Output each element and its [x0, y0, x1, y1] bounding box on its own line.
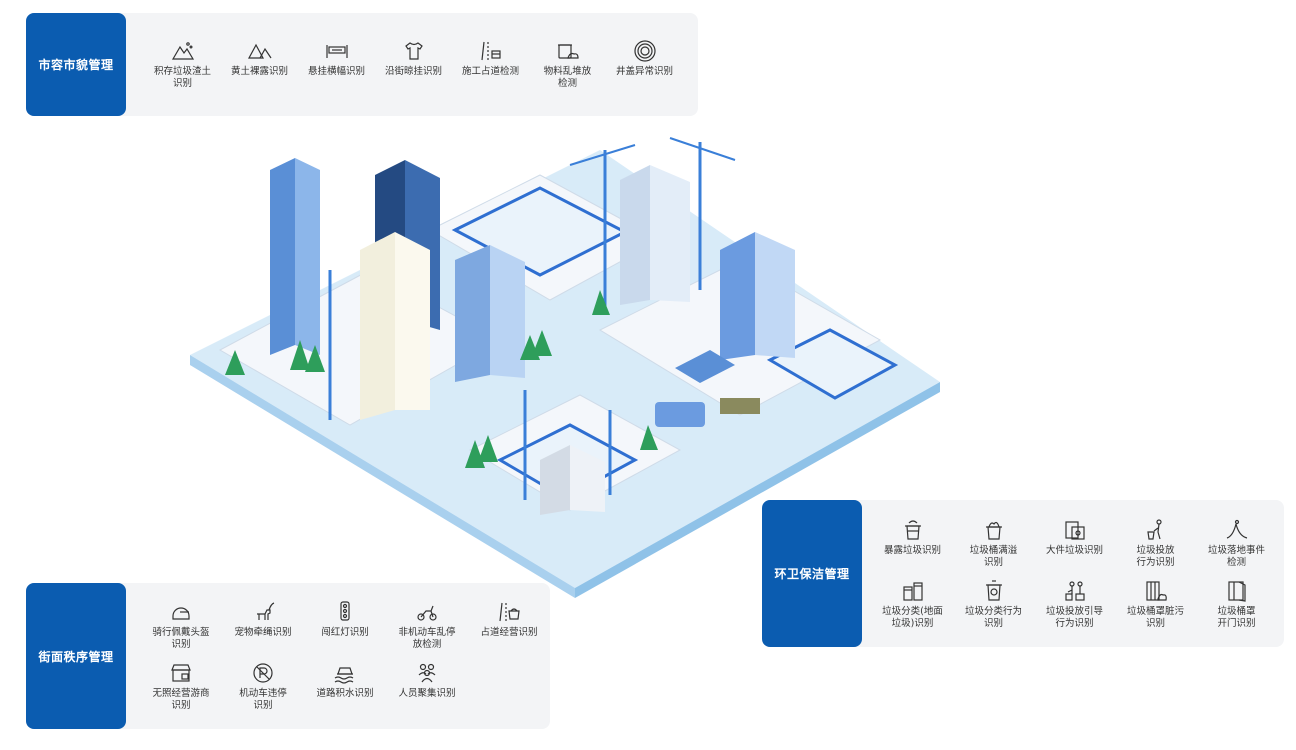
item-dirty-bin-cover[interactable]: 垃圾桶罩脏污 识别: [1115, 579, 1196, 630]
item-litter-ground[interactable]: 垃圾落地事件 检测: [1196, 518, 1277, 569]
item-debris-pile[interactable]: 积存垃圾渣土 识别: [144, 39, 221, 90]
city-base-edge: [190, 355, 575, 598]
tree-1: [225, 350, 245, 375]
item-bin-overflow[interactable]: 垃圾桶满溢 识别: [953, 518, 1034, 569]
item-traffic-light[interactable]: 闯红灯识别: [304, 600, 386, 651]
tower-right-front: [720, 232, 755, 360]
sanitation-items: 暴露垃圾识别 垃圾桶满溢 识别 大件垃圾识别 垃圾投放 行为识别 垃圾落地事件 …: [862, 500, 1284, 647]
tower-left-front: [270, 158, 295, 355]
tower-mid-front: [455, 245, 490, 382]
item-manhole-cover[interactable]: 井盖异常识别: [606, 39, 683, 90]
tree-5: [532, 330, 552, 356]
street-order-title: 街面秩序管理: [26, 583, 126, 729]
city-appearance-title: 市容市貌管理: [26, 13, 126, 116]
item-exposed-garbage[interactable]: 暴露垃圾识别: [872, 518, 953, 569]
item-pet-leash[interactable]: 宠物牵绳识别: [222, 600, 304, 651]
item-garbage-disposal[interactable]: 垃圾投放 行为识别: [1115, 518, 1196, 569]
tower-construction-side: [650, 165, 690, 302]
crowd-icon: [418, 663, 436, 683]
clothes-hanging-icon: [404, 42, 423, 60]
garbage-sorting-icon: [902, 581, 923, 601]
bulky-waste-icon: [1064, 520, 1085, 540]
debris-pile-icon: [171, 42, 194, 60]
manhole-cover-icon: [633, 40, 656, 62]
street-order-panel: 街面秩序管理 骑行佩戴头盔 识别 宠物牵绳识别 闯红灯识别 非机动车乱停 放检测…: [26, 583, 550, 729]
scooter-icon: [417, 605, 437, 621]
exposed-garbage-icon: [904, 519, 921, 540]
item-no-parking[interactable]: 机动车违停 识别: [222, 661, 304, 712]
dirty-bin-cover-icon: [1145, 580, 1167, 601]
bin-door-open-icon: [1227, 580, 1246, 602]
sorting-behavior-icon: [985, 579, 1002, 601]
tree-2: [290, 340, 310, 370]
crane-2-arm: [669, 137, 736, 161]
bin-overflow-icon: [985, 521, 1002, 540]
sanitation-station: [675, 350, 735, 383]
flooded-road-icon: [334, 667, 354, 684]
city-illustration: [190, 137, 940, 598]
item-bulky-waste[interactable]: 大件垃圾识别: [1034, 518, 1115, 569]
traffic-light-icon: [340, 601, 350, 621]
item-bin-door-open[interactable]: 垃圾桶罩 开门识别: [1196, 579, 1277, 630]
item-disposal-guide[interactable]: 垃圾投放引导 行为识别: [1034, 579, 1115, 630]
bare-soil-icon: [247, 43, 271, 59]
banner-icon: [325, 45, 348, 58]
item-scooter[interactable]: 非机动车乱停 放检测: [386, 600, 468, 651]
building-garage-side: [570, 445, 605, 512]
tower-cream-side: [395, 232, 430, 410]
tree-8: [478, 435, 498, 462]
street-order-items: 骑行佩戴头盔 识别 宠物牵绳识别 闯红灯识别 非机动车乱停 放检测 占道经营识别…: [126, 583, 550, 729]
sanitation-title: 环卫保洁管理: [762, 500, 862, 647]
tower-left-side: [295, 158, 320, 355]
garbage-truck: [655, 402, 705, 427]
city-appearance-items: 积存垃圾渣土 识别 黄土裸露识别 悬挂横幅识别 沿街晾挂识别 施工占道检测 物料…: [126, 13, 683, 116]
unlicensed-vendor-icon: [171, 664, 191, 682]
street-vendor-icon: [499, 602, 520, 622]
pet-leash-icon: [257, 602, 275, 620]
tree-9: [640, 425, 658, 450]
city-appearance-panel: 市容市貌管理 积存垃圾渣土 识别 黄土裸露识别 悬挂横幅识别 沿街晾挂识别 施工…: [26, 13, 698, 116]
garbage-bins: [720, 398, 760, 414]
tower-construction-front: [620, 165, 650, 305]
courtyard-right: [766, 328, 899, 400]
tree-6: [592, 290, 610, 315]
crane-1-arm: [569, 144, 636, 166]
item-road-construction[interactable]: 施工占道检测: [452, 39, 529, 90]
helmet-icon: [172, 607, 190, 620]
item-helmet[interactable]: 骑行佩戴头盔 识别: [140, 600, 222, 651]
tower-mid-side: [490, 245, 525, 378]
garbage-disposal-icon: [1146, 518, 1162, 540]
tower-right-side: [755, 232, 795, 358]
item-garbage-sorting[interactable]: 垃圾分类(地面 垃圾)识别: [872, 579, 953, 630]
tower-cream-front: [360, 232, 395, 420]
item-clothes-hanging[interactable]: 沿街晾挂识别: [375, 39, 452, 90]
item-crowd[interactable]: 人员聚集识别: [386, 661, 468, 712]
item-sorting-behavior[interactable]: 垃圾分类行为 识别: [953, 579, 1034, 630]
building-garage-front: [540, 445, 570, 515]
sanitation-panel: 环卫保洁管理 暴露垃圾识别 垃圾桶满溢 识别 大件垃圾识别 垃圾投放 行为识别 …: [762, 500, 1284, 647]
item-unlicensed-vendor[interactable]: 无照经营游商 识别: [140, 661, 222, 712]
item-street-vendor[interactable]: 占道经营识别: [468, 600, 550, 651]
item-material-pile[interactable]: 物料乱堆放 检测: [529, 39, 606, 90]
no-parking-icon: [253, 663, 273, 683]
item-flooded-road[interactable]: 道路积水识别: [304, 661, 386, 712]
city-base-edge-right: [575, 382, 940, 598]
material-pile-icon: [557, 44, 579, 59]
tree-3: [305, 345, 325, 372]
disposal-guide-icon: [1064, 580, 1085, 601]
road-construction-icon: [480, 41, 501, 61]
item-banner[interactable]: 悬挂横幅识别: [298, 39, 375, 90]
litter-ground-icon: [1226, 519, 1247, 539]
item-bare-soil[interactable]: 黄土裸露识别: [221, 39, 298, 90]
